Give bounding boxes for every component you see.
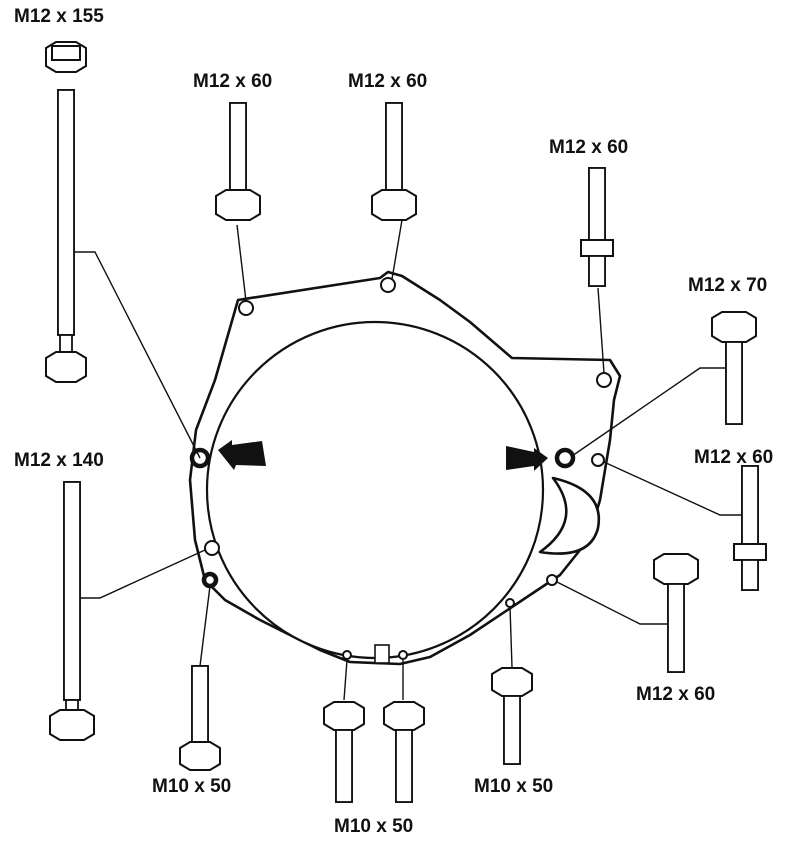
hole-left — [204, 540, 220, 556]
label-m12x60-right: M12 x 60 — [694, 447, 773, 468]
hole-right-dowel — [554, 447, 576, 469]
label-m12x60-top-b: M12 x 60 — [348, 71, 427, 92]
housing-notch — [374, 644, 390, 664]
bolt-m12x60-lower-right — [653, 553, 699, 673]
bolt-m12x60-right — [733, 465, 767, 591]
hole-bottom-left — [342, 650, 352, 660]
hole-lower-right — [546, 574, 558, 586]
label-m12x60-upper-right: M12 x 60 — [549, 137, 628, 158]
transmission-housing — [188, 270, 622, 666]
hole-top — [380, 277, 396, 293]
label-m12x70: M12 x 70 — [688, 275, 767, 296]
starter-pocket — [538, 476, 601, 555]
label-m12x60-lower-right: M12 x 60 — [636, 684, 715, 705]
bolt-m10x50-bottom-center-b — [383, 701, 425, 803]
label-m10x50-bottom-right: M10 x 50 — [474, 776, 553, 797]
bolt-m10x50-bottom-left — [179, 665, 221, 771]
bolt-m10x50-bottom-center-a — [323, 701, 365, 803]
hole-bottom-right — [505, 598, 515, 608]
bolt-m12x155 — [45, 41, 87, 383]
label-m12x60-top-a: M12 x 60 — [193, 71, 272, 92]
size-labels: M12 x 155 M12 x 60 M12 x 60 M12 x 60 M12… — [14, 6, 773, 837]
hole-top-left — [238, 300, 254, 316]
bolt-m12x60-top-a — [215, 102, 261, 221]
bolt-m10x50-bottom-right — [491, 667, 533, 765]
leader-lines — [70, 219, 748, 701]
label-m12x155: M12 x 155 — [14, 6, 104, 27]
arrow-right-icon — [506, 446, 548, 471]
arrow-right-icon — [218, 440, 266, 470]
hole-upper-right — [596, 372, 612, 388]
bolt-m12x60-top-b — [371, 102, 417, 221]
bolt-m12x60-upper-right — [580, 167, 614, 287]
main-bore — [205, 320, 545, 660]
hole-bottom-center — [398, 650, 408, 660]
hole-right — [591, 453, 605, 467]
hole-lower-left — [201, 571, 219, 589]
bolt-m12x140 — [49, 481, 95, 741]
label-m10x50-bottom-left: M10 x 50 — [152, 776, 231, 797]
bolt-m12x70 — [711, 311, 757, 425]
label-m10x50-bottom-center: M10 x 50 — [334, 816, 413, 837]
label-m12x140: M12 x 140 — [14, 450, 104, 471]
